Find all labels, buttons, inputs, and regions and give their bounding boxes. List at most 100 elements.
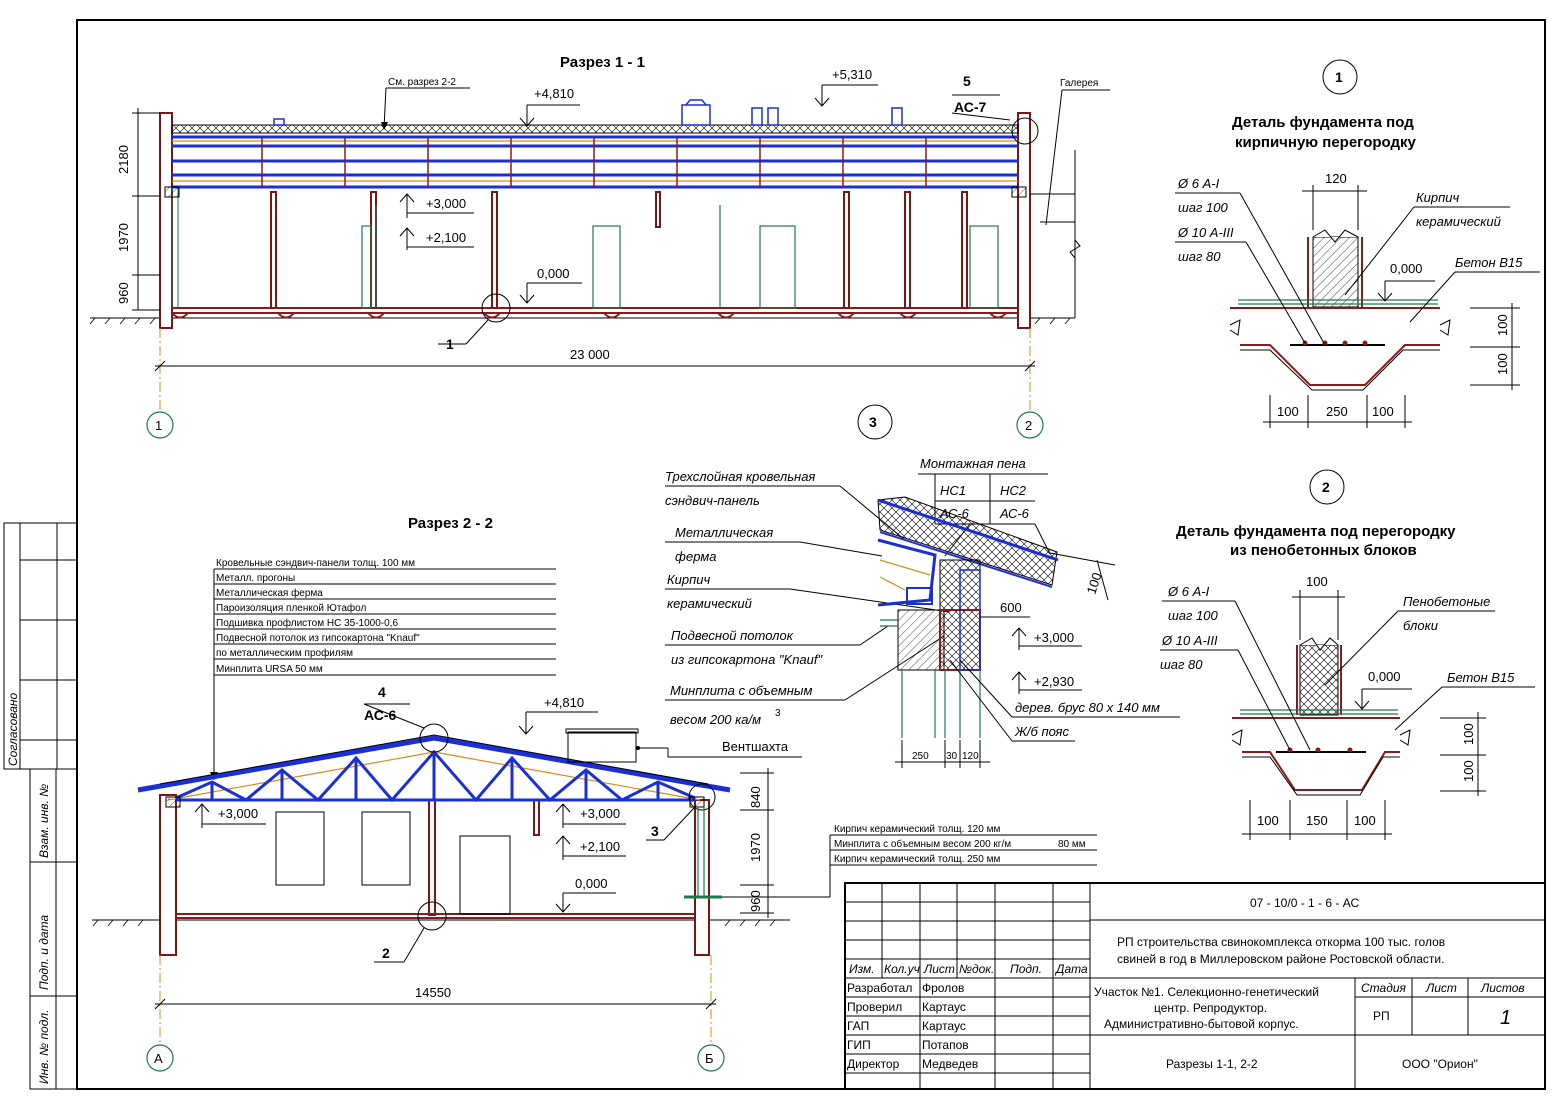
d3-belt: Ж/б пояс (1014, 724, 1069, 739)
stamp-hdr-5: Дата (1054, 962, 1088, 976)
agreed-label: Согласовано (6, 692, 20, 766)
s22-wall-layer-0: Кирпич керамический толщ. 120 мм (834, 824, 1000, 835)
stamp-name-4: Медведев (922, 1057, 978, 1071)
stamp-sheets-hdr: Листов (1480, 981, 1525, 995)
d2-block: Пенобетоные (1403, 594, 1490, 609)
s11-gallery: Галерея (1060, 78, 1098, 89)
stamp-hdr-1: Кол.уч (884, 962, 920, 976)
s11-elev-4810: +4,810 (534, 86, 574, 101)
d2-dim-b3: 100 (1354, 813, 1376, 828)
s22-layer-7: Минплита URSA 50 мм (216, 664, 323, 675)
s11-elev-0000: 0,000 (537, 266, 570, 281)
s22-elev-0000: 0,000 (575, 876, 608, 891)
d3-foam: Монтажная пена (920, 456, 1026, 471)
stamp-object-3: Административно-бытовой корпус. (1104, 1017, 1299, 1031)
d2-concrete: Бетон В15 (1447, 670, 1515, 685)
inv-replace-label: Взам. инв. № (37, 784, 51, 858)
d1-brick2: керамический (1416, 214, 1501, 229)
stamp-project-1: РП строительства свинокомплекса откорма … (1117, 935, 1445, 949)
s22-callout-3: 3 (651, 823, 659, 839)
d3-truss-1: Металлическая (675, 525, 773, 540)
stamp-stage-hdr: Стадия (1361, 981, 1407, 995)
s22-layer-4: Подшивка профлистом НС 35-1000-0,6 (216, 617, 398, 629)
s22-layer-1: Металл. прогоны (216, 573, 295, 584)
d3-dim-600: 600 (1000, 600, 1022, 615)
stamp-project-2: свиней в год в Миллеровском районе Росто… (1117, 952, 1444, 966)
stamp-name-2: Картаус (922, 1019, 966, 1033)
s22-dim-total: 14550 (415, 985, 451, 1000)
d3-dim-30: 30 (946, 751, 958, 762)
d1-title-1: Деталь фундамента под (1232, 114, 1414, 131)
d3-ns1: НС1 (940, 483, 966, 498)
section-2-2-title: Разрез 2 - 2 (408, 515, 493, 532)
s11-dim-total: 23 000 (570, 347, 610, 362)
axis-b: Б (705, 1051, 714, 1066)
s22-wall-layer-1: Минплита с объемным весом 200 кг/м (834, 838, 1011, 850)
s22-dim-960: 960 (748, 890, 763, 912)
d3-brick-1: Кирпич (667, 572, 711, 587)
s22-elev-4810: +4,810 (544, 695, 584, 710)
d1-num: 1 (1335, 69, 1343, 85)
d1-brick: Кирпич (1416, 190, 1460, 205)
d2-num: 2 (1322, 479, 1330, 495)
stamp-role-0: Разработал (847, 981, 912, 995)
d2-dim-b1: 100 (1257, 813, 1279, 828)
d2-block2: блоки (1403, 618, 1438, 633)
d1-dim-h1: 100 (1495, 314, 1510, 336)
detail-1: 1 Деталь фундамента под кирпичную перего… (1175, 59, 1540, 428)
stamp-role-2: ГАП (847, 1019, 869, 1033)
detail-3: 3 Трехслойная кровельная сэндвич-панель … (665, 404, 1180, 768)
d3-ns2-sheet: АС-6 (999, 506, 1030, 521)
s22-wall-layer-2: Кирпич керамический толщ. 250 мм (834, 854, 1000, 865)
d3-dim-250: 250 (912, 751, 929, 762)
s22-node-num: 4 (378, 684, 386, 700)
d3-elev-3000: +3,000 (1034, 630, 1074, 645)
side-strip: Согласовано Взам. инв. № Подп. и дата Ин… (3, 522, 78, 1090)
s22-elev-3000-r: +3,000 (580, 806, 620, 821)
d3-ns2: НС2 (1000, 483, 1027, 498)
stamp-role-3: ГИП (847, 1038, 871, 1052)
d2-rebar2: Ø 10 А-III (1161, 633, 1218, 648)
s22-elev-2100: +2,100 (580, 839, 620, 854)
s22-dim-840: 840 (748, 786, 763, 808)
stamp-sheet-hdr: Лист (1425, 981, 1457, 995)
stamp-object-2: центр. Репродуктор. (1154, 1001, 1267, 1015)
d3-sandwich-1: Трехслойная кровельная (665, 469, 815, 484)
s11-node-sheet: АС-7 (954, 99, 987, 115)
detail-2: 2 Деталь фундамента под перегородку из п… (1160, 469, 1535, 840)
d2-dim-top: 100 (1306, 574, 1328, 589)
s22-layer-3: Пароизоляция пленкой Ютафол (216, 602, 366, 614)
d1-dim-b1: 100 (1277, 404, 1299, 419)
s11-dim-2180: 2180 (116, 145, 131, 174)
axis-2: 2 (1025, 418, 1032, 433)
d3-sandwich-2: сэндвич-панель (665, 493, 760, 508)
s11-elev-5310: +5,310 (832, 67, 872, 82)
stamp-code: 07 - 10/0 - 1 - 6 - АС (1250, 896, 1359, 910)
d1-concrete: Бетон В15 (1455, 255, 1523, 270)
d1-rebar2-step: шаг 80 (1178, 249, 1221, 264)
s11-elev-3000: +3,000 (426, 196, 466, 211)
d3-num: 3 (869, 414, 877, 430)
d1-elev: 0,000 (1390, 261, 1423, 276)
inv-orig-label: Инв. № подл. (37, 1010, 51, 1084)
stamp-hdr-3: №док. (959, 962, 994, 976)
d1-rebar1-step: шаг 100 (1178, 200, 1229, 215)
s22-callout-2: 2 (382, 945, 390, 961)
d1-dim-top: 120 (1325, 171, 1347, 186)
d1-title-2: кирпичную перегородку (1235, 134, 1417, 151)
title-block: Изм. Кол.уч Лист №док. Подп. Дата Разраб… (844, 882, 1546, 1090)
s22-elev-3000-l: +3,000 (218, 806, 258, 821)
d1-dim-h2: 100 (1495, 353, 1510, 375)
s22-layer-2: Металлическая ферма (216, 587, 323, 599)
d1-dim-b2: 250 (1326, 404, 1348, 419)
s22-node-sheet: АС-6 (364, 707, 397, 723)
d2-title-1: Деталь фундамента под перегородку (1176, 523, 1456, 540)
s11-elev-2100: +2,100 (426, 230, 466, 245)
stamp-sheets: 1 (1500, 1007, 1511, 1029)
stamp-stage: РП (1373, 1009, 1390, 1023)
d2-dim-h2: 100 (1461, 760, 1476, 782)
stamp-role-1: Проверил (847, 1000, 902, 1014)
d3-brick-2: керамический (667, 596, 752, 611)
s22-layer-6: по металлическим профилям (216, 647, 353, 659)
